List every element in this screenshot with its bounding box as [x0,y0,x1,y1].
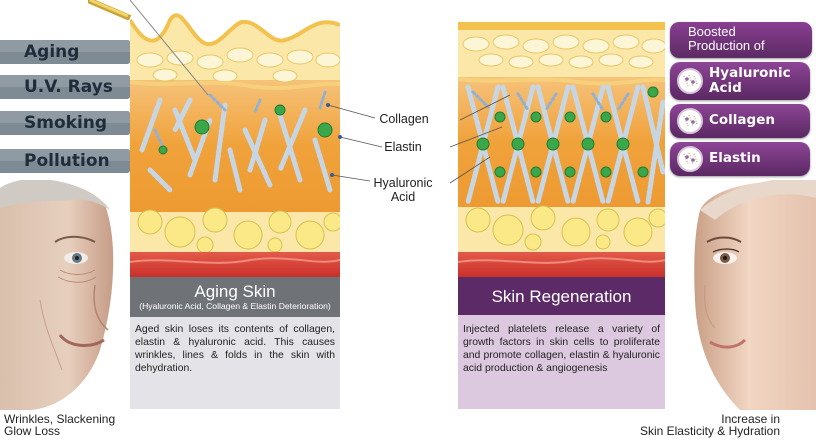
boosted-header-line2: Production of [688,38,765,53]
boosted-item-label: Elastin [709,150,761,166]
label-hyaluronic-line1: Hyaluronic [373,176,433,190]
factor-label: Aging [24,42,80,62]
skin-regeneration-title: Skin Regeneration [491,286,632,306]
regeneration-caption-line2: Skin Elasticity & Hydration [639,424,780,438]
young-face-image [685,177,816,410]
label-hyaluronic-line2: Acid [390,190,416,204]
boosted-item-collagen: Collagen [670,104,810,138]
aging-skin-diagram [130,0,340,277]
factor-label: Pollution [24,151,110,171]
boosted-item-hyaluronic-acid: Hyaluronic Acid [670,62,810,100]
aging-skin-subtitle: (Hyaluronic Acid, Collagen & Elastin Det… [139,301,331,311]
factor-label: Smoking [24,113,108,133]
boosted-production-header: Boosted Production of [670,22,812,58]
regeneration-skin-diagram [458,22,665,277]
factor-aging: Aging [0,40,142,64]
aging-caption-line2: Glow Loss [4,424,61,438]
aging-caption-line1: Wrinkles, Slackening [4,412,116,426]
label-collagen: Collagen [379,112,429,126]
aging-skin-title: Aging Skin [194,282,276,301]
regeneration-caption-line1: Increase in [721,412,780,426]
boosted-item-label: Collagen [709,112,775,128]
factor-pollution: Pollution [0,149,142,173]
aging-skin-title-bar: Aging Skin (Hyaluronic Acid, Collagen & … [130,277,340,317]
regeneration-description-box: Injected platelets release a variety of … [458,315,665,409]
regeneration-description: Injected platelets release a variety of … [463,324,660,374]
factor-label: U.V. Rays [24,77,113,97]
elastin-molecule-icon [677,146,703,172]
factor-uv-rays: U.V. Rays [0,75,142,99]
factor-smoking: Smoking [0,111,142,135]
aging-description-box: Aged skin loses its contents of collagen… [130,317,340,409]
syringe-icon [86,0,133,21]
label-pointer-lines [320,85,520,195]
collagen-molecule-icon [677,108,703,134]
boosted-header-line1: Boosted [688,24,736,39]
hyaluronic-molecule-icon [677,68,703,94]
skin-regeneration-title-bar: Skin Regeneration [458,277,665,315]
boosted-item-elastin: Elastin [670,142,810,176]
boosted-item-label-line2: Acid [709,80,742,96]
aging-description: Aged skin loses its contents of collagen… [135,324,335,374]
label-elastin: Elastin [384,140,422,154]
aged-face-image [0,179,115,410]
boosted-item-label: Hyaluronic [709,65,791,81]
